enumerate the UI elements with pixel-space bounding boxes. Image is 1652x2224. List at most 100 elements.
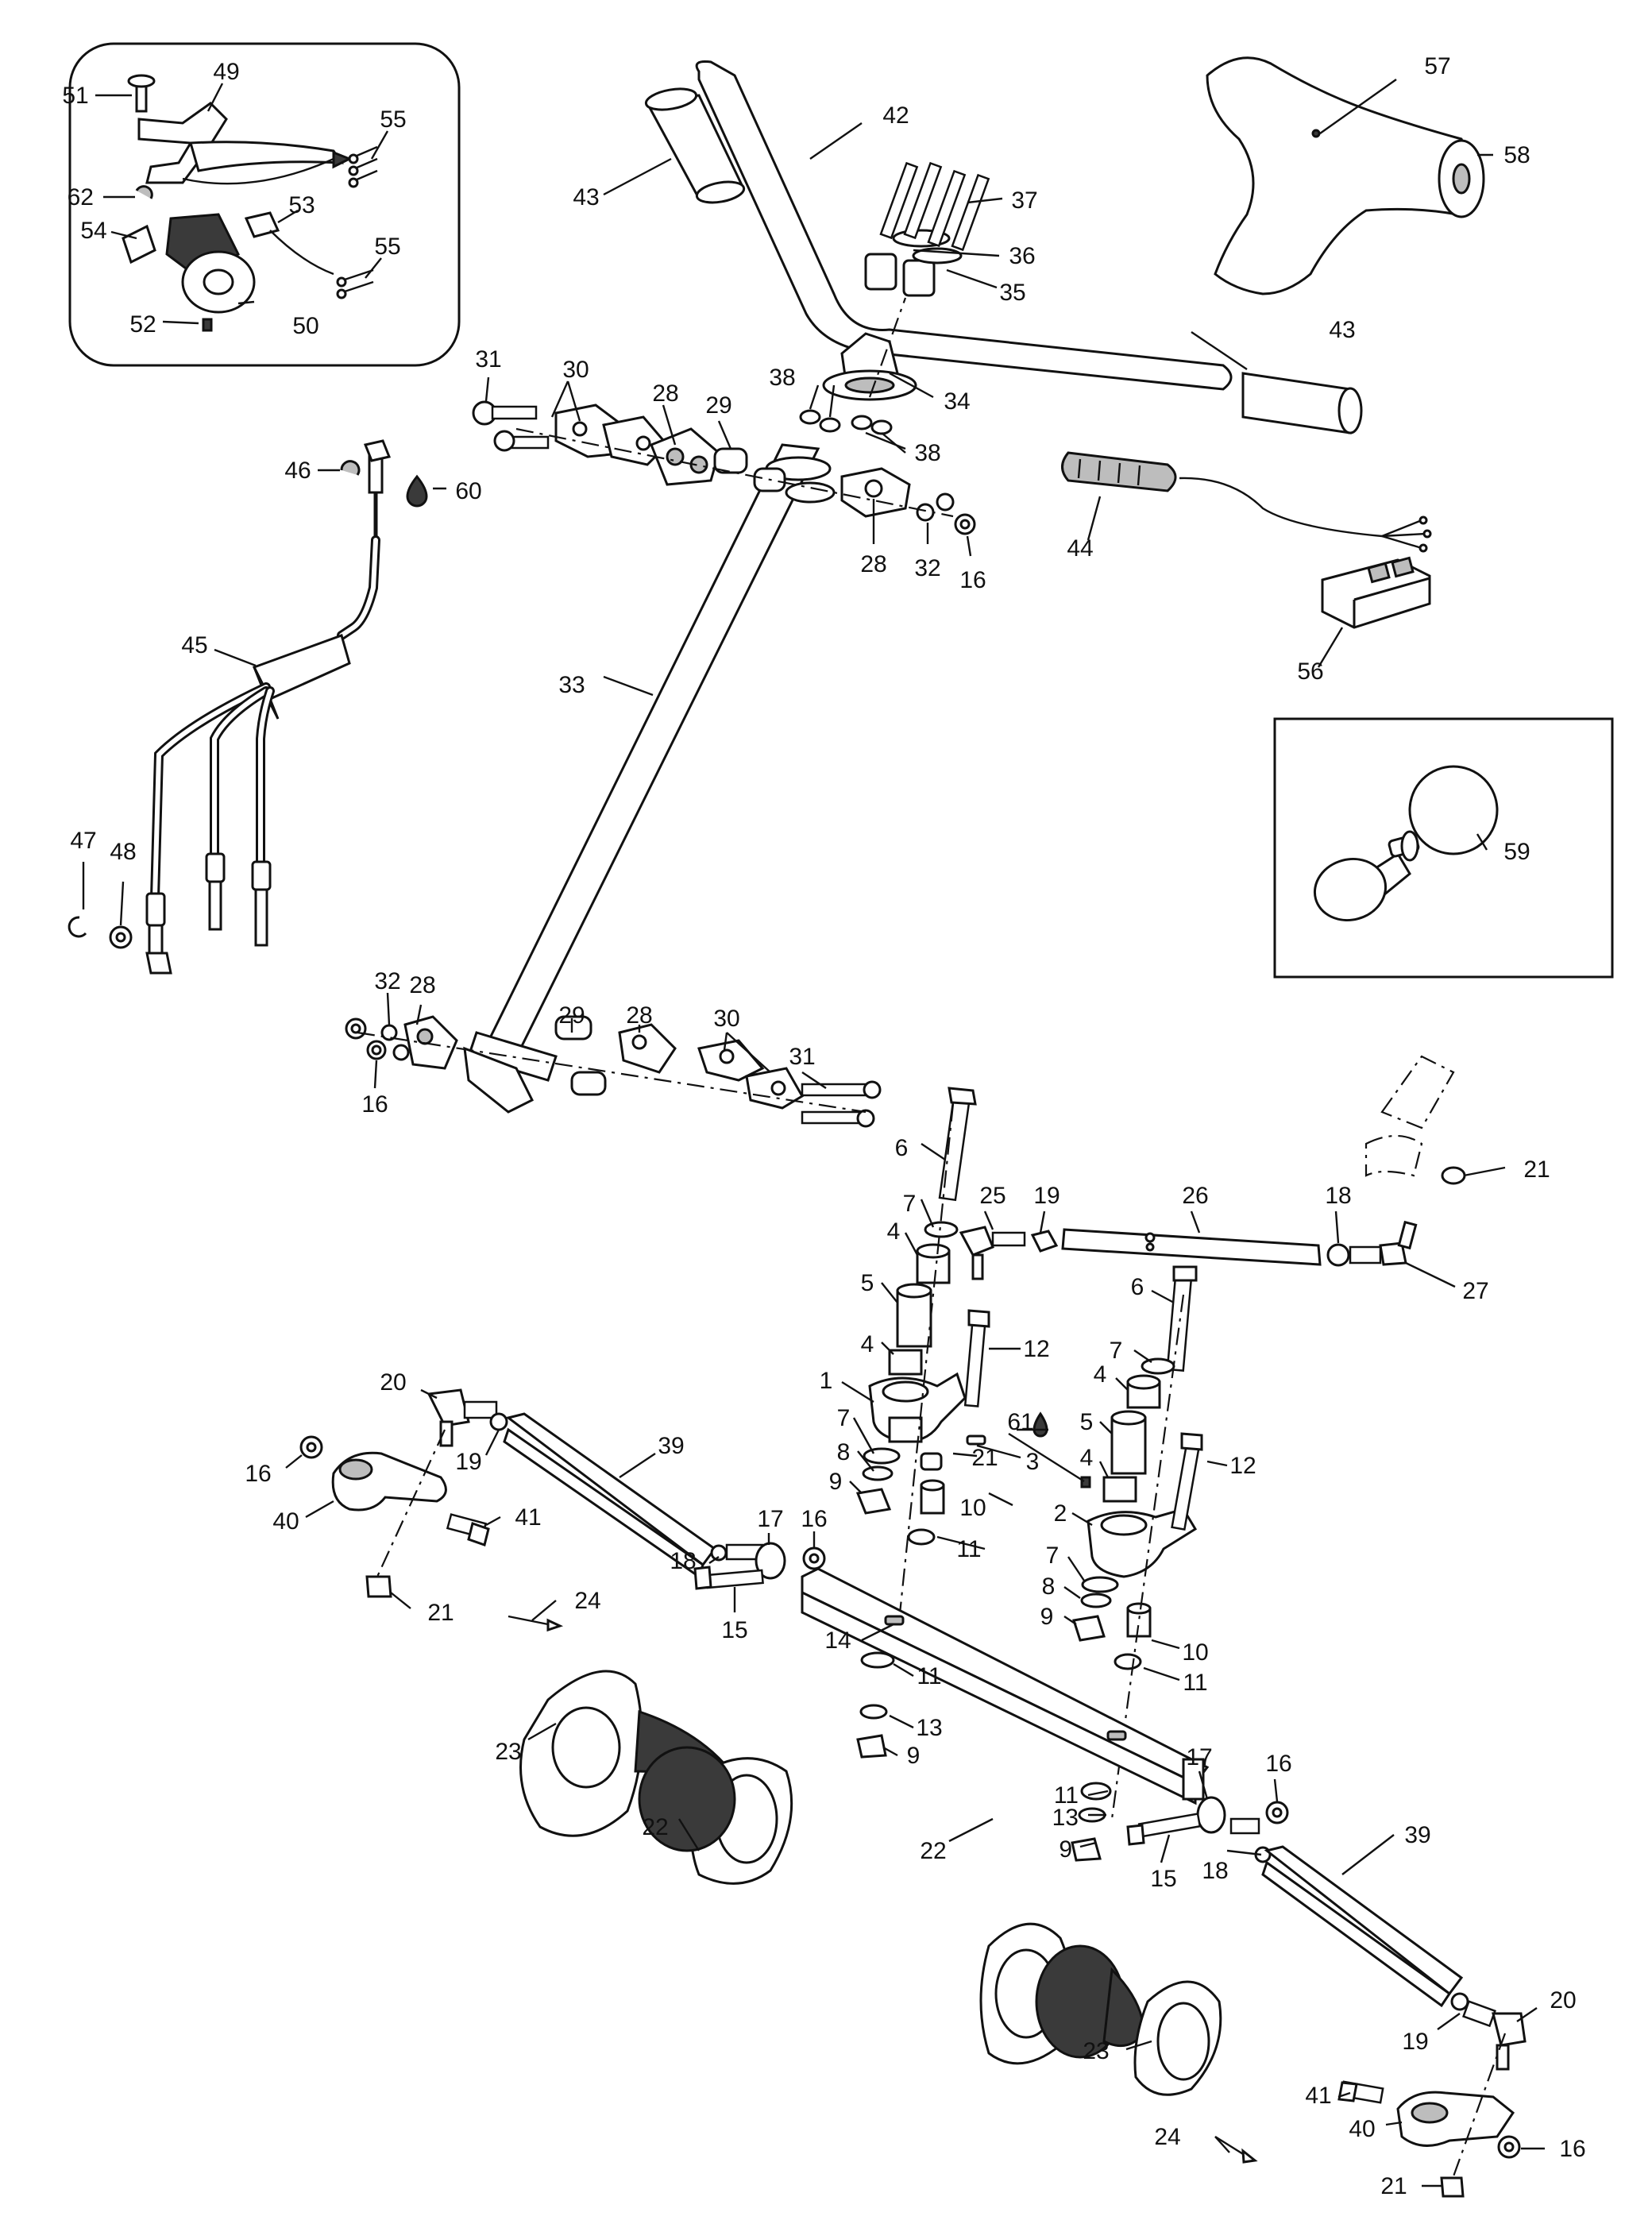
callout-4-d: 4	[1080, 1445, 1094, 1471]
callout-19-left: 19	[455, 1449, 481, 1475]
callout-20-left: 20	[380, 1369, 406, 1396]
throttle-cable	[68, 439, 428, 975]
callout-53: 53	[288, 192, 315, 218]
callout-28-top-left: 28	[652, 380, 678, 407]
callout-11-c: 11	[917, 1663, 941, 1689]
callout-18-left: 18	[670, 1548, 696, 1574]
callout-28-bottom-right: 28	[626, 1002, 652, 1029]
callout-16-left: 16	[245, 1461, 271, 1487]
callout-12-b: 12	[1229, 1453, 1256, 1479]
callout-25: 25	[979, 1183, 1005, 1209]
callout-2: 2	[1054, 1500, 1067, 1527]
callout-21-a: 21	[971, 1445, 998, 1471]
callout-38-right: 38	[914, 440, 940, 466]
callout-16-right-top: 16	[1265, 1751, 1291, 1777]
callout-60: 60	[455, 478, 481, 504]
callout-7-b: 7	[837, 1405, 851, 1431]
callout-22-right: 22	[920, 1838, 946, 1864]
callout-24-left: 24	[574, 1588, 600, 1614]
callout-4-a: 4	[887, 1218, 901, 1245]
callout-22-left: 22	[642, 1814, 668, 1840]
callout-3: 3	[1026, 1449, 1040, 1475]
callout-45: 45	[181, 632, 207, 658]
callout-8-a: 8	[837, 1439, 851, 1465]
callout-9-d: 9	[1059, 1836, 1072, 1863]
callout-55-bottom: 55	[374, 234, 400, 260]
callout-56: 56	[1297, 658, 1323, 685]
callout-16-right-bottom: 16	[1559, 2136, 1585, 2162]
handlebar-assembly	[644, 60, 1363, 435]
steering-pivot-left	[855, 1087, 990, 1637]
callout-21-c: 21	[427, 1600, 454, 1626]
callout-36: 36	[1009, 243, 1035, 269]
callout-39-left: 39	[658, 1433, 684, 1459]
drag-link-bar	[801, 1567, 1210, 1862]
callout-19-right: 19	[1402, 2029, 1428, 2055]
callout-12-a: 12	[1023, 1336, 1049, 1362]
callout-6-left: 6	[895, 1135, 909, 1161]
callout-7-a: 7	[903, 1191, 917, 1217]
callout-9-c: 9	[907, 1743, 921, 1769]
callout-23-left: 23	[495, 1739, 521, 1765]
boot-right	[979, 1922, 1258, 2164]
terminals-55-bottom	[336, 268, 374, 299]
callout-41-right: 41	[1305, 2083, 1331, 2109]
callout-15-left: 15	[721, 1617, 747, 1643]
callout-62: 62	[68, 184, 94, 210]
callout-6-right: 6	[1131, 1274, 1144, 1300]
tie-rod-right	[1126, 1796, 1527, 2198]
callout-17-left: 17	[757, 1506, 783, 1532]
callout-52: 52	[129, 311, 156, 338]
callout-48: 48	[110, 839, 136, 865]
callout-38-left: 38	[769, 365, 795, 391]
callout-1: 1	[820, 1368, 833, 1394]
callout-26: 26	[1182, 1183, 1208, 1209]
callout-35: 35	[999, 280, 1025, 306]
callout-49: 49	[213, 59, 239, 85]
callout-33: 33	[558, 672, 585, 698]
callout-41-left: 41	[515, 1504, 541, 1531]
terminals-55-top	[348, 145, 378, 188]
callout-51: 51	[62, 83, 88, 109]
callout-30-bottom: 30	[713, 1006, 739, 1032]
callout-37: 37	[1011, 187, 1037, 214]
callout-9-a: 9	[829, 1469, 843, 1495]
horn-inset-panel	[1273, 717, 1614, 979]
callout-labels: 51 49 62 54 53 50 52 55 55 42 43 43 37 3…	[62, 53, 1585, 2199]
callout-8-b: 8	[1042, 1573, 1056, 1600]
callout-16-mid: 16	[801, 1506, 827, 1532]
callout-23-right: 23	[1083, 2038, 1109, 2064]
callout-57: 57	[1424, 53, 1450, 79]
callout-32-bottom: 32	[374, 968, 400, 994]
callout-20-right: 20	[1550, 1987, 1576, 2014]
callout-27: 27	[1462, 1278, 1488, 1304]
callout-55-top: 55	[380, 106, 406, 133]
callout-28-bottom-left: 28	[409, 972, 435, 998]
callout-7-c: 7	[1110, 1338, 1123, 1364]
callout-11-d: 11	[1054, 1782, 1079, 1809]
upper-linkage	[472, 400, 976, 535]
callout-9-b: 9	[1040, 1604, 1054, 1630]
callout-61: 61	[1007, 1409, 1033, 1435]
callout-10-a: 10	[959, 1495, 986, 1521]
callout-34: 34	[944, 388, 970, 415]
callout-32-top: 32	[914, 555, 940, 581]
callout-13-b: 13	[1052, 1805, 1079, 1831]
heated-grip-assembly	[1061, 451, 1432, 629]
tie-rod-upper	[959, 1055, 1466, 1280]
callout-18-right: 18	[1202, 1858, 1228, 1884]
callout-21-d: 21	[1380, 2173, 1407, 2199]
callout-4-b: 4	[861, 1331, 874, 1357]
callout-14: 14	[824, 1627, 851, 1654]
tie-rod-left	[299, 1388, 826, 1598]
callout-31-bottom: 31	[789, 1044, 815, 1070]
callout-29-bottom: 29	[558, 1002, 585, 1029]
callout-43-left: 43	[573, 184, 599, 210]
callout-21-b: 21	[1523, 1156, 1550, 1183]
callout-31-top: 31	[475, 346, 501, 373]
callout-11-a: 11	[956, 1536, 981, 1562]
callout-16-bottom: 16	[361, 1091, 388, 1118]
lower-linkage	[345, 1015, 882, 1128]
callout-50: 50	[292, 313, 318, 339]
